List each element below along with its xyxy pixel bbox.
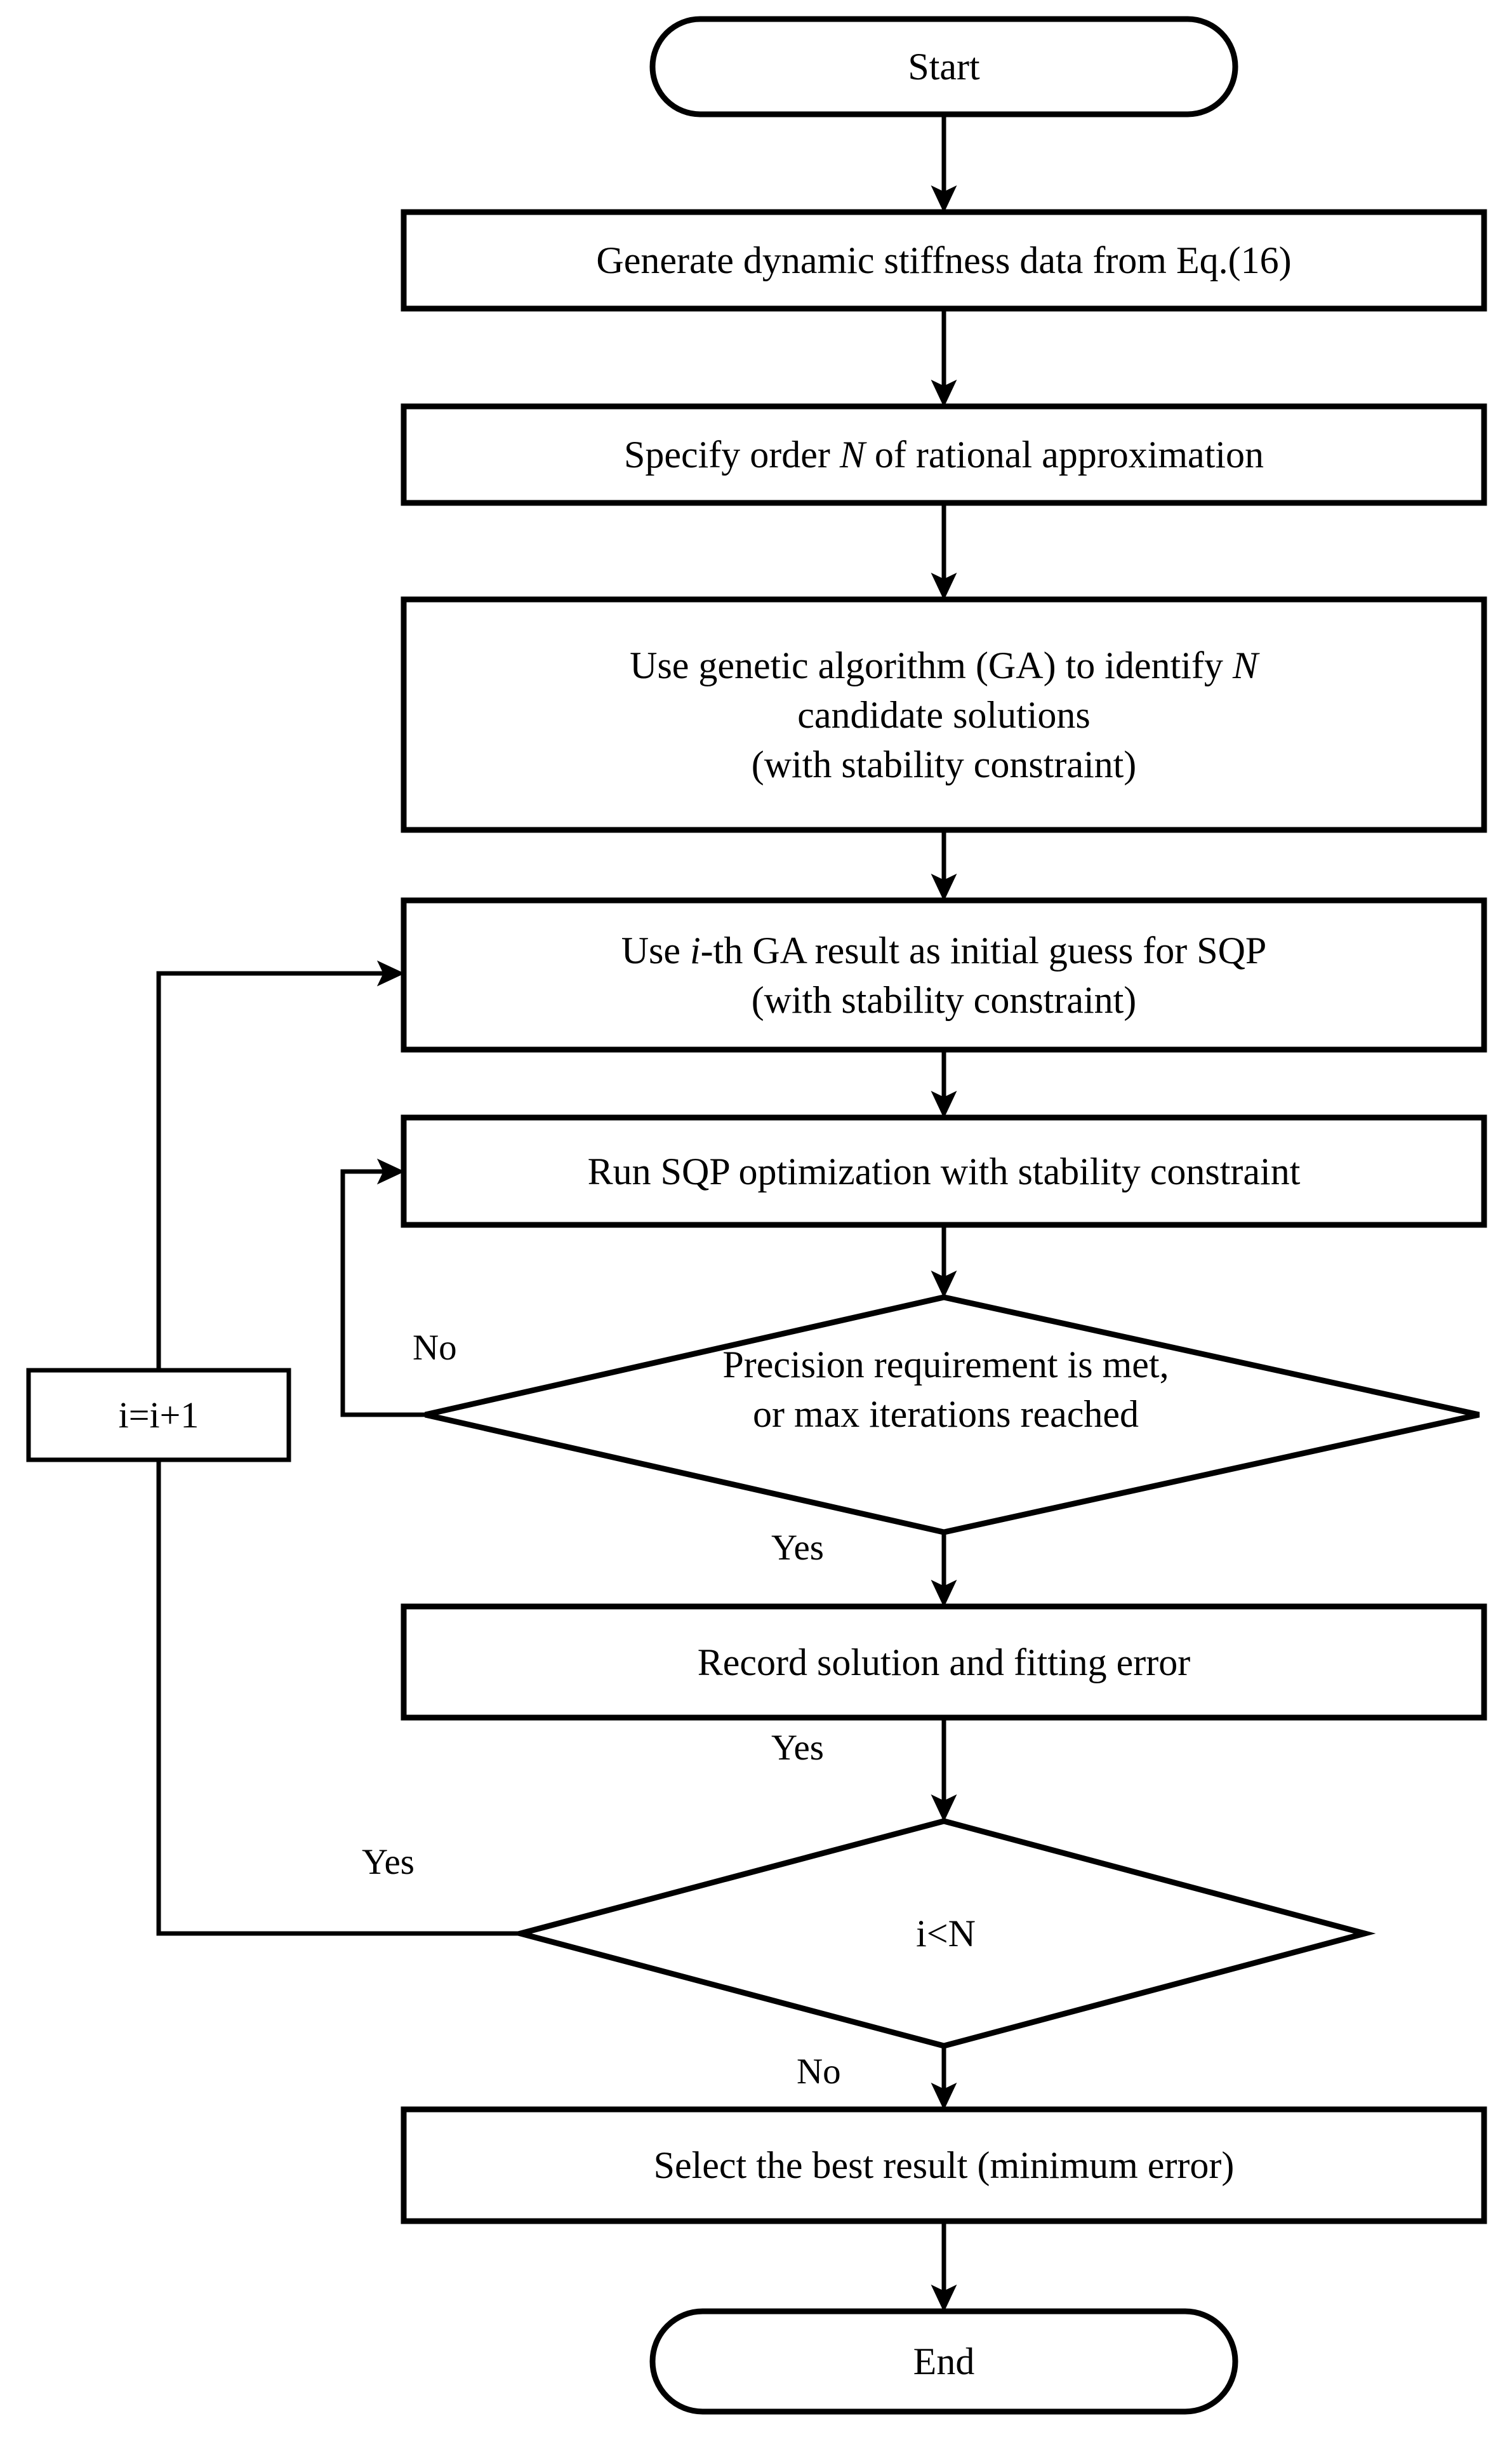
edge-label-precision-no: No xyxy=(413,1328,457,1368)
edge-precision-no-loop xyxy=(340,1158,425,1417)
node-select-best-shape xyxy=(401,2106,1487,2224)
node-end-shape xyxy=(649,2308,1238,2415)
edge-label-loop-yes: Yes xyxy=(362,1842,414,1882)
node-run-sqp-shape xyxy=(401,1114,1487,1228)
node-increment-shape xyxy=(26,1368,291,1462)
node-initial-guess-shape xyxy=(401,897,1487,1053)
edge-label-precision-yes: Yes xyxy=(771,1528,824,1568)
node-ga-shape xyxy=(401,596,1487,833)
edge-label-record-yes: Yes xyxy=(771,1728,824,1768)
edge-label-loop-no: No xyxy=(797,2052,841,2092)
node-start-shape xyxy=(649,16,1238,117)
node-specify-shape xyxy=(401,403,1487,506)
edge-increment-to-initial-guess xyxy=(156,960,405,1370)
node-record-shape xyxy=(401,1603,1487,1721)
edge-loop-check-yes-to-increment xyxy=(156,1460,521,1936)
node-precision-shape xyxy=(425,1294,1480,1535)
node-generate-shape xyxy=(401,209,1487,312)
node-loop-check-shape xyxy=(509,1818,1376,2049)
